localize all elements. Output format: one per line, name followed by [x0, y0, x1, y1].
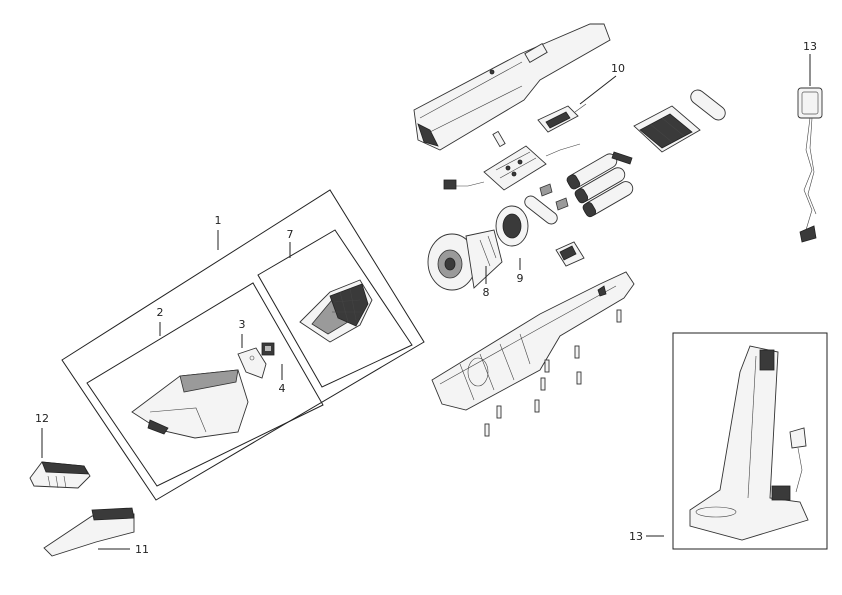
circuit-board: [443, 130, 581, 191]
screws: [484, 309, 622, 437]
callout-10: 10: [611, 62, 625, 75]
callout-9: 9: [517, 272, 524, 285]
callout-12: 12: [35, 412, 49, 425]
nozzle-attachment: [29, 461, 91, 489]
battery-pack: [633, 105, 701, 153]
crevice-tool: [43, 507, 135, 557]
battery-cells: [539, 151, 634, 218]
seal-ring: [495, 205, 529, 247]
clip-part: [261, 342, 275, 356]
callout-1: 1: [215, 214, 222, 227]
callout-7: 7: [287, 228, 294, 241]
filter-part: [299, 279, 373, 343]
leader-lines: [41, 54, 811, 550]
motor-part: [427, 229, 503, 291]
small-clip: [555, 241, 585, 267]
foam-seal: [524, 195, 558, 225]
callout-11: 11: [135, 543, 149, 556]
callout-2: 2: [157, 306, 164, 319]
battery-cover: [690, 89, 726, 121]
callout-13-cord: 13: [803, 40, 817, 53]
charger-adapter: [797, 87, 823, 243]
switch-assembly: [537, 103, 587, 133]
latch-part: [237, 347, 267, 379]
callout-4: 4: [279, 382, 286, 395]
handle-body: [413, 23, 611, 151]
charging-base-frame: [672, 332, 828, 550]
dust-container: [131, 369, 249, 439]
lower-housing: [431, 271, 635, 411]
callout-3: 3: [239, 318, 246, 331]
callout-8: 8: [483, 286, 490, 299]
callout-13-base: 13: [629, 530, 643, 543]
charging-dock: [689, 345, 809, 541]
group-1-frame: [61, 189, 425, 501]
